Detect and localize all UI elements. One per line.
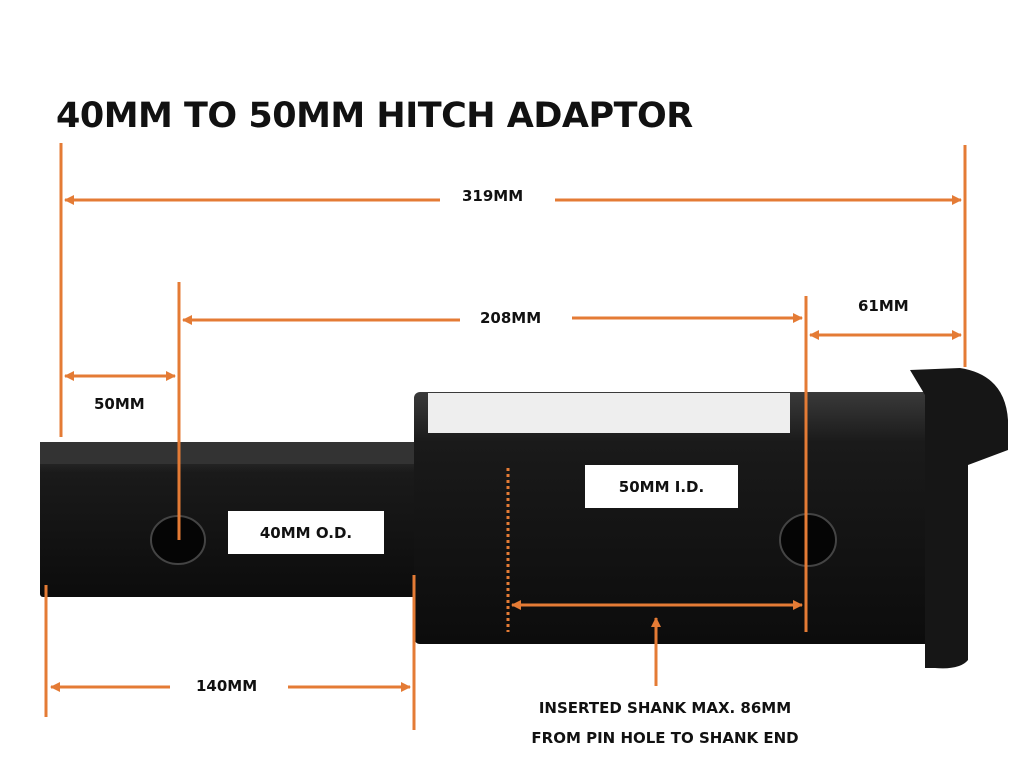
pin-hole-large (779, 513, 837, 567)
hole-to-hole-label: 208MM (476, 309, 546, 327)
outer-diameter-label: 40MM O.D. (228, 511, 384, 554)
dimension-lines (44, 143, 967, 730)
collar-length-label: 61MM (854, 297, 913, 315)
end-to-hole-label: 50MM (90, 395, 149, 413)
overall-length-label: 319MM (458, 187, 528, 205)
inner-diameter-label: 50MM I.D. (585, 465, 738, 508)
shank-note-line2: FROM PIN HOLE TO SHANK END (531, 729, 799, 747)
large-tube (414, 392, 934, 644)
label-sticker (428, 393, 790, 433)
page-title: 40MM TO 50MM HITCH ADAPTOR (56, 96, 693, 136)
small-tube-length-label: 140MM (192, 677, 262, 695)
shank-note-line1: INSERTED SHANK MAX. 86MM (538, 699, 792, 717)
collar (910, 368, 1008, 669)
hitch-adaptor-product (40, 368, 1008, 669)
